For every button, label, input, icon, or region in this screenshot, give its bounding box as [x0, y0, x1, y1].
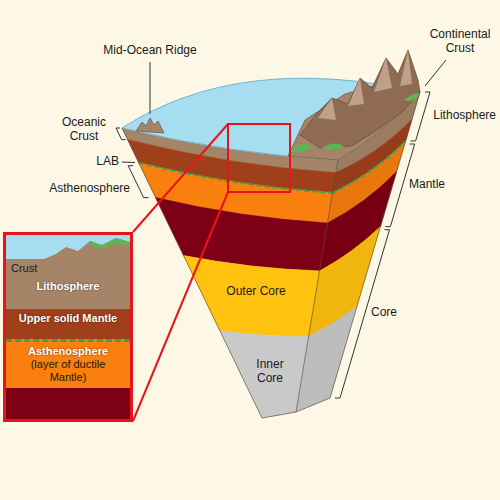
part-label: Oceanic Crust	[56, 116, 112, 144]
leader-line	[122, 162, 135, 164]
layer-name: Inner Core	[248, 358, 292, 386]
part-label: Mid-Ocean Ridge	[103, 44, 196, 58]
mountain-facet	[374, 58, 392, 92]
layer-name: Upper solid Mantle	[11, 312, 125, 325]
zoom-line	[133, 124, 228, 232]
wedge-edge	[330, 92, 420, 398]
bracket	[116, 128, 126, 140]
bracket	[411, 92, 430, 141]
layer-name: Asthenosphere	[11, 345, 125, 358]
earth-layer	[220, 331, 309, 418]
zoom-inset: CrustLithosphereUpper solid MantleAsthen…	[3, 232, 133, 422]
mountain-facet	[318, 98, 336, 120]
zoom-frame	[228, 124, 290, 192]
vegetation	[290, 144, 312, 152]
part-label: Mantle	[409, 178, 445, 192]
wedge-edge	[296, 160, 338, 412]
vegetation	[322, 143, 344, 149]
core-layer: Outer Core	[226, 285, 285, 299]
mountain-facet	[400, 50, 412, 86]
ocean-ridge	[136, 118, 164, 133]
layer-band: Upper solid Mantle	[6, 309, 130, 339]
mountain-facet	[348, 78, 364, 106]
wedge-edge	[122, 128, 262, 418]
core-layer: Inner Core	[248, 358, 292, 386]
leader-line	[425, 60, 446, 86]
mountain-range	[300, 50, 420, 148]
part-label: Core	[371, 306, 397, 320]
lab-line	[139, 163, 333, 193]
earth-layer	[156, 198, 328, 271]
leader-line	[150, 62, 151, 114]
layer-name: Lithosphere	[11, 280, 125, 293]
layer-name: Outer Core	[226, 285, 285, 299]
part-label: Continental Crust	[424, 28, 496, 56]
bracket	[128, 166, 148, 198]
zoom-line	[133, 192, 228, 421]
layer-name: Crust	[11, 262, 125, 275]
layer-name: (layer of ductile Mantle)	[11, 358, 125, 384]
part-label: Asthenosphere	[49, 182, 130, 196]
layer-band: CrustLithosphere	[6, 259, 130, 309]
earth-layer	[184, 256, 320, 337]
layer-band: Asthenosphere(layer of ductile Mantle)	[6, 339, 130, 388]
part-label: LAB	[96, 155, 119, 169]
part-label: Lithosphere	[433, 109, 496, 123]
wedge-edge	[262, 398, 330, 418]
inset-vegetation	[90, 238, 130, 249]
